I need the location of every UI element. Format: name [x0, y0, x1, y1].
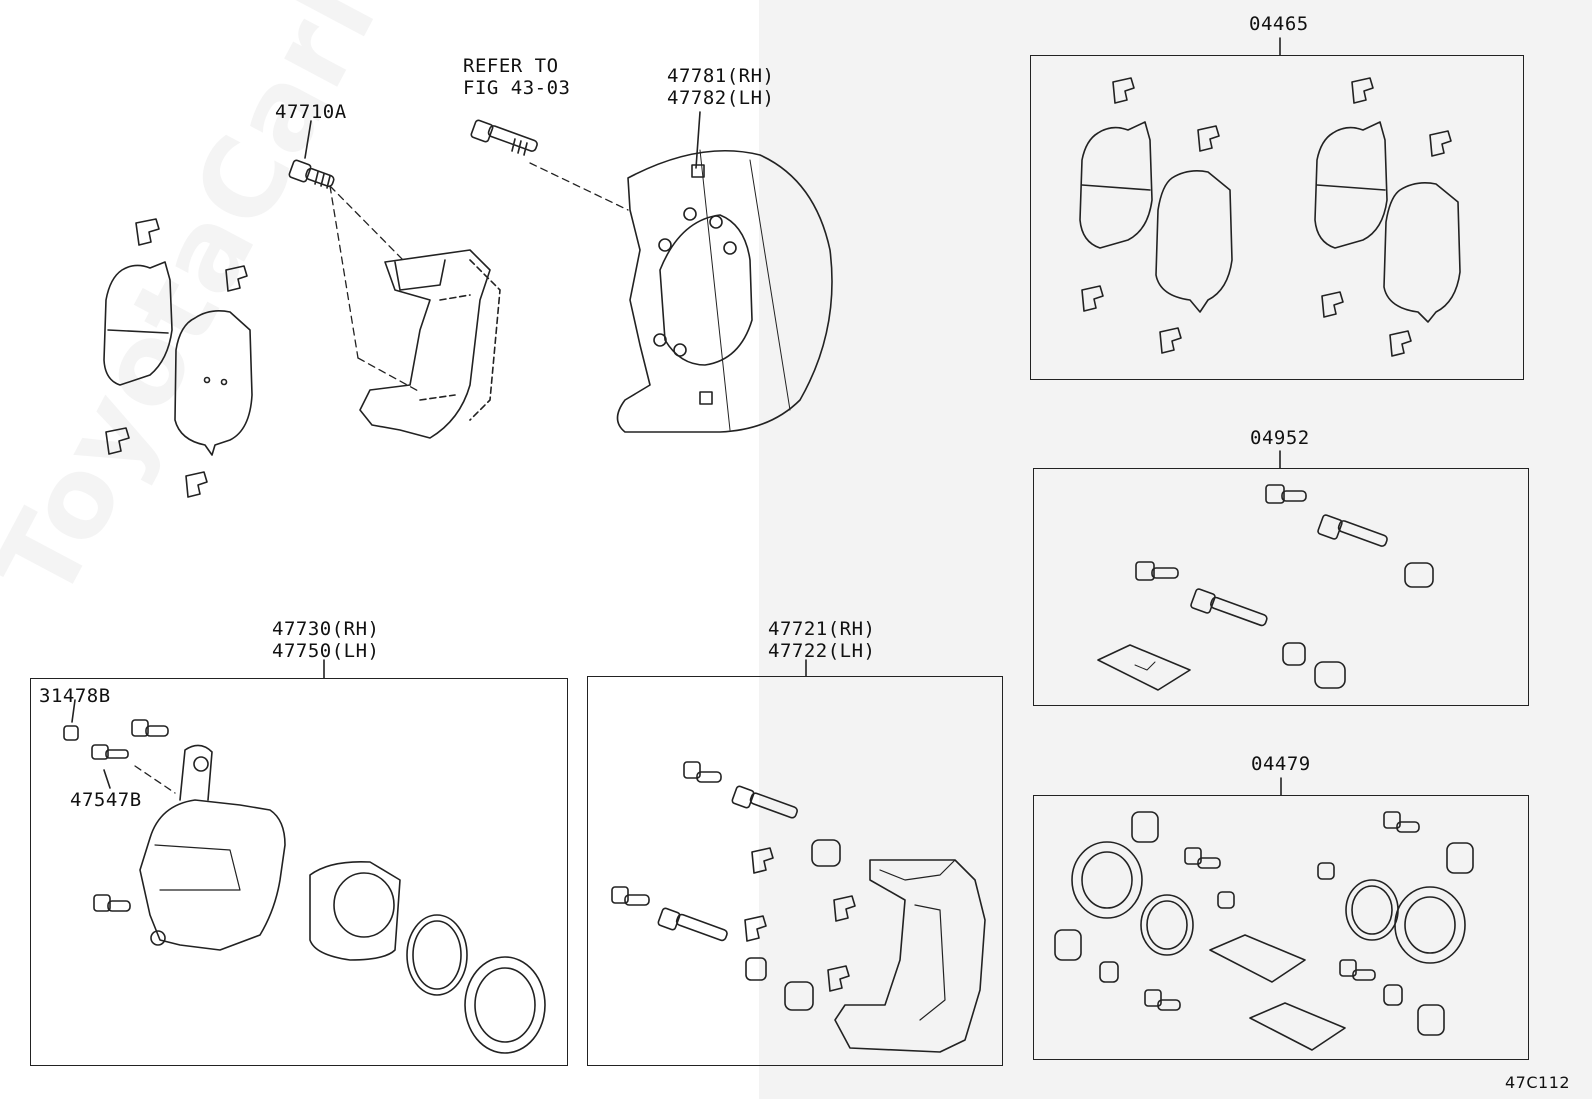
torque-plate-top	[359, 249, 501, 439]
figure-code: 47C112	[1505, 1073, 1571, 1092]
label-04465: 04465	[1249, 13, 1309, 35]
caliper-assembly	[63, 719, 546, 1054]
label-47547B: 47547B	[70, 789, 142, 811]
label-04952: 04952	[1250, 427, 1310, 449]
kit-04952	[1097, 484, 1434, 691]
label-47750: 47750(LH)	[272, 640, 380, 662]
long-bolt	[470, 119, 538, 156]
label-47730: 47730(RH)	[272, 618, 380, 640]
leader-lines	[71, 37, 1282, 796]
label-47782: 47782(LH)	[667, 87, 775, 109]
label-refer-line1: REFER TO	[463, 55, 559, 77]
frame-caliper-mounting	[587, 676, 1003, 1066]
bolt-47710A	[288, 159, 335, 189]
label-47710A: 47710A	[275, 101, 347, 123]
dashed-lines	[134, 162, 629, 794]
label-47781: 47781(RH)	[667, 65, 775, 87]
label-04479: 04479	[1251, 753, 1311, 775]
label-47721: 47721(RH)	[768, 618, 876, 640]
dust-shield	[616, 149, 833, 433]
frame-caliper-assy	[30, 678, 568, 1066]
label-31478B: 31478B	[39, 685, 111, 707]
frame-04952	[1033, 468, 1529, 706]
pads-kit-04465	[1079, 77, 1461, 357]
label-refer-line2: FIG 43-03	[463, 77, 571, 99]
kit-04479	[1054, 811, 1474, 1051]
caliper-mounting-kit	[611, 761, 986, 1053]
frame-04465	[1030, 55, 1524, 380]
label-47722: 47722(LH)	[768, 640, 876, 662]
brake-pads-left	[103, 218, 253, 498]
